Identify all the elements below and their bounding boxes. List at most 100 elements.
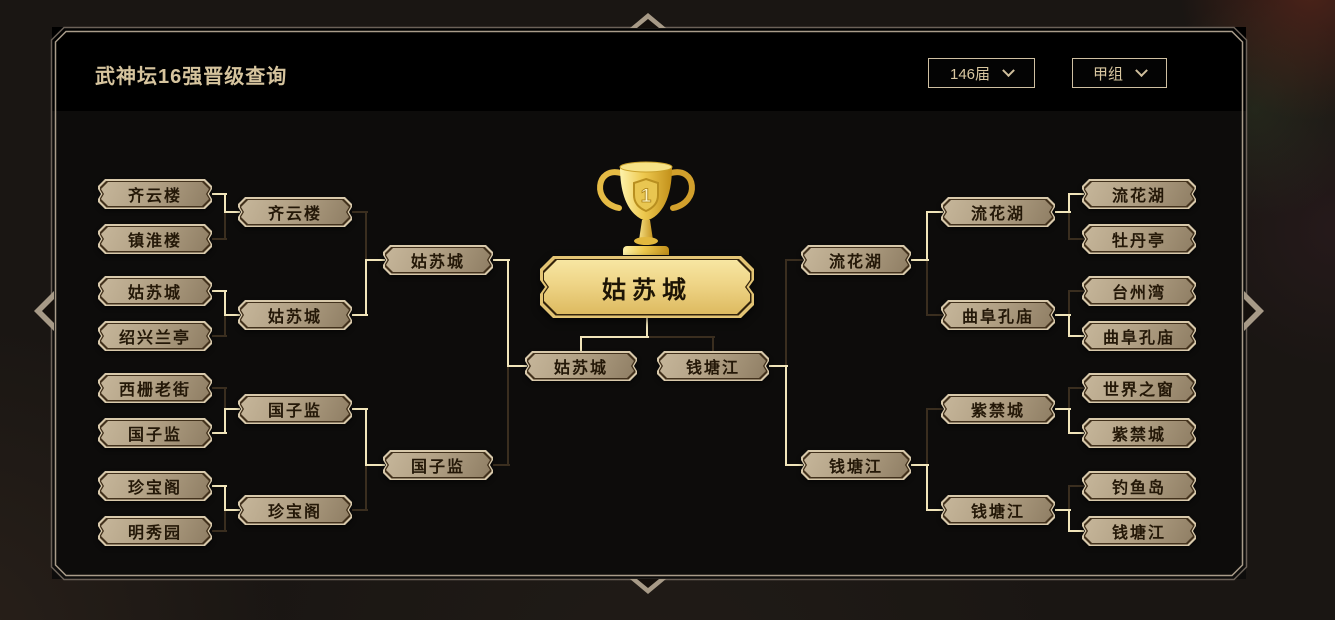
winner-connector-line [1068, 408, 1070, 434]
winner-connector-line [911, 464, 929, 466]
team-name: 珍宝阁 [241, 498, 349, 522]
team-name: 曲阜孔庙 [944, 303, 1052, 327]
arrow-left-icon[interactable] [34, 291, 54, 331]
team-box: 明秀园 [98, 516, 212, 546]
team-name: 明秀园 [101, 519, 209, 543]
team-name: 世界之窗 [1085, 376, 1193, 400]
team-name: 姑苏城 [386, 248, 490, 272]
team-box: 台州湾 [1082, 276, 1196, 306]
team-box: 曲阜孔庙 [941, 300, 1055, 330]
team-box: 镇淮楼 [98, 224, 212, 254]
team-box: 国子监 [238, 394, 352, 424]
winner-connector-line [365, 408, 367, 466]
winner-connector-line [769, 365, 788, 367]
team-box: 钱塘江 [657, 351, 769, 381]
winner-connector-line [1055, 509, 1071, 511]
winner-connector-line [1068, 314, 1070, 337]
loser-connector-line [647, 336, 715, 338]
winner-connector-line [926, 464, 928, 511]
team-box: 西栅老街 [98, 373, 212, 403]
team-box: 姑苏城 [98, 276, 212, 306]
loser-connector-line [712, 336, 714, 352]
champion-box: 姑苏城 [540, 256, 754, 318]
team-name: 牡丹亭 [1085, 227, 1193, 251]
team-box: 国子监 [98, 418, 212, 448]
winner-connector-line [1055, 408, 1071, 410]
winner-connector-line [1068, 509, 1070, 532]
loser-connector-line [926, 259, 928, 316]
team-name: 国子监 [241, 397, 349, 421]
team-box: 珍宝阁 [98, 471, 212, 501]
team-name: 姑苏城 [528, 354, 634, 378]
team-box: 国子监 [383, 450, 493, 480]
loser-connector-line [224, 314, 226, 337]
winner-connector-line [365, 259, 367, 316]
team-name: 曲阜孔庙 [1085, 324, 1193, 348]
team-name: 齐云楼 [241, 200, 349, 224]
winner-connector-line [1055, 314, 1071, 316]
arrow-right-icon[interactable] [1244, 291, 1264, 331]
team-box: 姑苏城 [383, 245, 493, 275]
loser-connector-line [1068, 485, 1070, 511]
team-name: 姑苏城 [241, 303, 349, 327]
winner-connector-line [785, 365, 787, 466]
team-box: 曲阜孔庙 [1082, 321, 1196, 351]
team-box: 世界之窗 [1082, 373, 1196, 403]
winner-connector-line [224, 408, 226, 434]
team-name: 流花湖 [1085, 182, 1193, 206]
winner-connector-line [1055, 211, 1071, 213]
team-name: 紫禁城 [944, 397, 1052, 421]
team-name: 钱塘江 [944, 498, 1052, 522]
loser-connector-line [224, 387, 226, 410]
team-box: 钱塘江 [1082, 516, 1196, 546]
loser-connector-line [224, 509, 226, 532]
loser-connector-line [1068, 290, 1070, 316]
loser-connector-line [926, 408, 928, 466]
team-box: 齐云楼 [98, 179, 212, 209]
winner-connector-line [1068, 193, 1070, 213]
team-name: 钱塘江 [1085, 519, 1193, 543]
team-name: 流花湖 [944, 200, 1052, 224]
winner-connector-line [224, 193, 226, 213]
team-name: 钱塘江 [804, 453, 908, 477]
winner-connector-line [646, 317, 648, 338]
winner-connector-line [224, 290, 226, 316]
loser-connector-line [1068, 211, 1070, 240]
team-box: 姑苏城 [525, 351, 637, 381]
svg-text:1: 1 [641, 186, 652, 207]
winner-connector-line [926, 211, 928, 261]
team-box: 姑苏城 [238, 300, 352, 330]
team-box: 钓鱼岛 [1082, 471, 1196, 501]
winner-connector-line [507, 259, 509, 367]
team-box: 钱塘江 [801, 450, 911, 480]
winner-connector-line [581, 336, 649, 338]
loser-connector-line [365, 211, 367, 261]
team-box: 流花湖 [941, 197, 1055, 227]
team-name: 姑苏城 [101, 279, 209, 303]
team-box: 紫禁城 [941, 394, 1055, 424]
trophy-icon: 1 [597, 161, 695, 255]
team-name: 珍宝阁 [101, 474, 209, 498]
team-name: 紫禁城 [1085, 421, 1193, 445]
winner-connector-line [224, 485, 226, 511]
team-name: 钓鱼岛 [1085, 474, 1193, 498]
team-box: 流花湖 [1082, 179, 1196, 209]
team-box: 流花湖 [801, 245, 911, 275]
loser-connector-line [507, 365, 509, 466]
winner-connector-line [911, 259, 929, 261]
loser-connector-line [365, 464, 367, 511]
loser-connector-line [785, 259, 787, 367]
team-name: 钱塘江 [660, 354, 766, 378]
team-box: 珍宝阁 [238, 495, 352, 525]
team-name: 绍兴兰亭 [101, 324, 209, 348]
team-name: 流花湖 [804, 248, 908, 272]
winner-connector-line [580, 336, 582, 352]
team-box: 齐云楼 [238, 197, 352, 227]
team-name: 台州湾 [1085, 279, 1193, 303]
team-box: 绍兴兰亭 [98, 321, 212, 351]
team-name: 国子监 [386, 453, 490, 477]
loser-connector-line [224, 211, 226, 240]
team-name: 西栅老街 [101, 376, 209, 400]
team-name: 镇淮楼 [101, 227, 209, 251]
